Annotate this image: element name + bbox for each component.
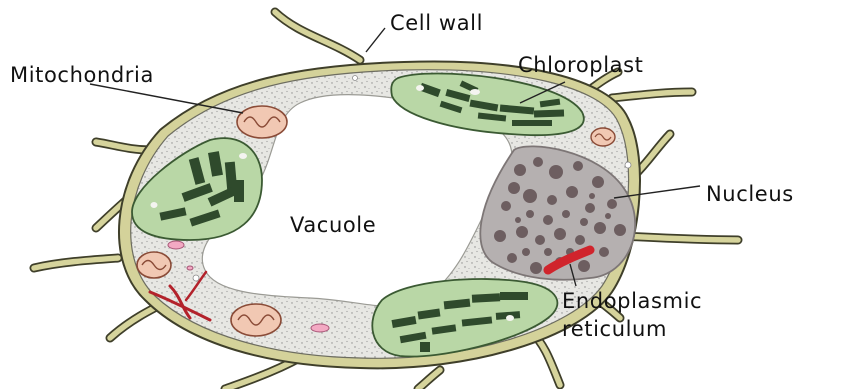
mitochondrion-left [137,252,171,278]
label-vacuole: Vacuole [290,213,376,237]
label-chloroplast: Chloroplast [518,53,643,77]
label-mitochondria: Mitochondria [10,63,154,87]
label-endoplasmic-line2: reticulum [562,317,667,341]
mitochondrion-right [591,128,615,146]
label-endoplasmic-line1: Endoplasmic [562,289,702,313]
label-nucleus: Nucleus [706,182,794,206]
leader-cell-wall [366,28,385,52]
mitochondrion-top [237,106,287,138]
label-cell-wall: Cell wall [390,11,483,35]
mitochondrion-bottom [231,304,281,336]
